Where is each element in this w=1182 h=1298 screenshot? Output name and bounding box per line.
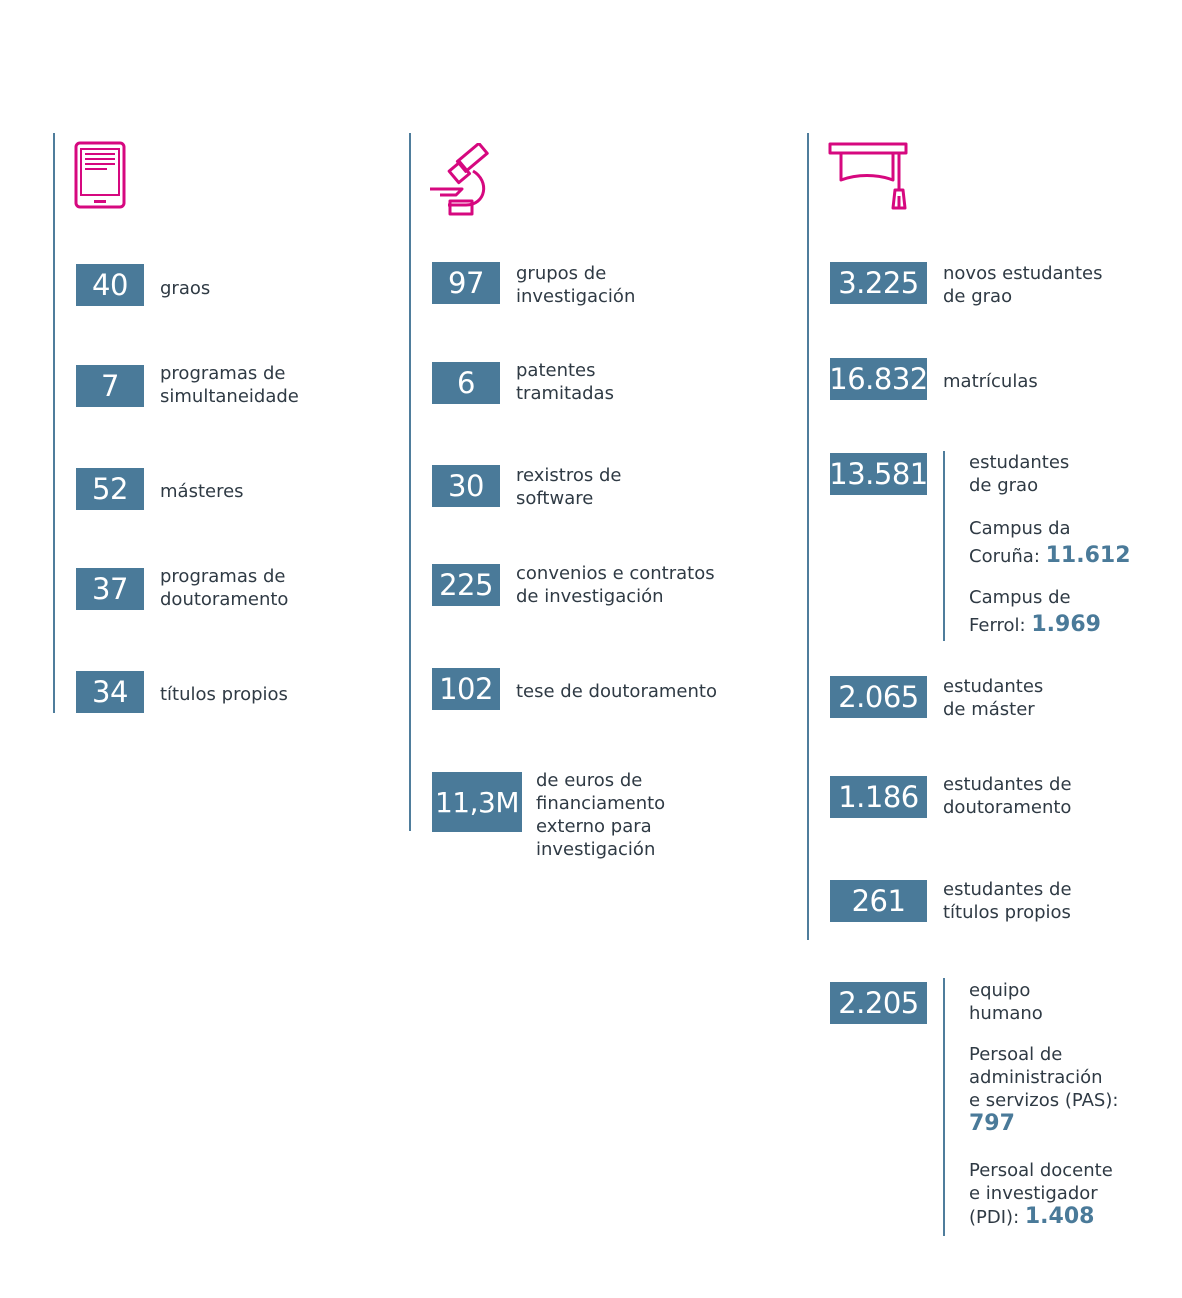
stat-value: 13.581 [829,453,928,495]
stat-value: 3.225 [830,262,927,304]
microscope-icon [428,141,494,224]
campus-ferrol: Campus de Ferrol: 1.969 [969,584,1101,639]
stat-label: convenios e contratos de investigación [516,563,715,607]
stat-novos-estudantes: 3.225 novos estudantes de grao [830,262,1102,308]
stat-label: patentes tramitadas [516,360,614,404]
stat-programas-simultaneidade: 7 programas de simultaneidade [76,363,299,408]
stat-value: 16.832 [829,358,928,400]
stat-value: 2.205 [830,982,927,1024]
stat-label: títulos propios [160,684,288,705]
column-1-rule [53,133,55,713]
stat-programas-doutoramento: 37 programas de doutoramento [76,566,289,611]
stat-value: 11,3M [432,772,522,832]
degree-students-label: estudantes de grao [969,452,1070,496]
stat-label: estudantes de máster [943,676,1044,720]
stat-label: matrículas [943,371,1038,392]
stat-masteres: 52 másteres [76,468,244,510]
stat-value: 40 [76,264,144,306]
stat-estudantes-master: 2.065 estudantes de máster [830,676,1043,721]
stat-graos: 40 graos [76,264,210,306]
stat-label: graos [160,278,211,299]
staff-pdi: Persoal docente e investigador (PDI): 1.… [969,1159,1113,1229]
stat-estudantes-titulos-propios: 261 estudantes de títulos propios [830,879,1072,924]
staff-pas-value: 797 [969,1111,1015,1136]
column-2-rule [409,133,411,831]
stat-financiamento: 11,3M de euros de financiamento externo … [432,770,666,861]
campus-ferrol-value: 1.969 [1031,612,1101,637]
stat-label: másteres [160,481,244,502]
stat-equipo-humano: 2.205 [830,982,927,1024]
stat-label: programas de simultaneidade [160,363,299,407]
staff-rule [943,978,945,1236]
stat-value: 34 [76,671,144,713]
campus-ferrol-label: Campus de Ferrol: [969,587,1071,636]
campus-coruna-value: 11.612 [1045,543,1131,568]
stat-label: grupos de investigación [516,263,636,307]
stat-label: de euros de financiamento externo para i… [536,770,666,860]
stat-convenios-contratos: 225 convenios e contratos de investigaci… [432,563,715,608]
tablet-icon [73,140,127,217]
stat-tese-doutoramento: 102 tese de doutoramento [432,668,717,710]
stat-value: 225 [432,564,500,606]
stat-value: 97 [432,262,500,304]
stat-value: 37 [76,568,144,610]
staff-pdi-label: Persoal docente e investigador (PDI): [969,1160,1113,1228]
stat-value: 2.065 [830,676,927,718]
stat-value: 52 [76,468,144,510]
stat-label: rexistros de software [516,465,622,509]
stat-label: tese de doutoramento [516,681,717,702]
campus-coruna-label: Campus da Coruña: [969,518,1071,567]
stat-label: estudantes de doutoramento [943,774,1072,818]
degree-students-rule [943,451,945,641]
stat-value: 7 [76,365,144,407]
stat-value: 6 [432,362,500,404]
stat-patentes: 6 patentes tramitadas [432,360,614,405]
stat-value: 1.186 [830,776,927,818]
stat-rexistros-software: 30 rexistros de software [432,465,621,510]
staff-pas-label: Persoal de administración e servizos (PA… [969,1044,1119,1111]
staff-pdi-value: 1.408 [1024,1204,1095,1229]
stat-estudantes-doutoramento: 1.186 estudantes de doutoramento [830,774,1072,819]
column-3-rule [807,133,809,940]
staff-label: equipo humano [969,980,1043,1024]
stat-value: 102 [432,668,500,710]
staff-pas: Persoal de administración e servizos (PA… [969,1043,1118,1136]
stat-value: 261 [830,880,927,922]
stat-estudantes-grao: 13.581 [829,453,928,495]
graduation-cap-icon [827,140,909,219]
stat-titulos-propios: 34 títulos propios [76,671,288,713]
stat-label: estudantes de títulos propios [943,879,1072,923]
stat-value: 30 [432,465,500,507]
stat-matriculas: 16.832 matrículas [829,358,1038,400]
campus-coruna: Campus da Coruña: 11.612 [969,515,1131,570]
stat-label: novos estudantes de grao [943,263,1103,307]
stat-grupos-investigacion: 97 grupos de investigación [432,262,635,308]
stat-label: programas de doutoramento [160,566,289,610]
